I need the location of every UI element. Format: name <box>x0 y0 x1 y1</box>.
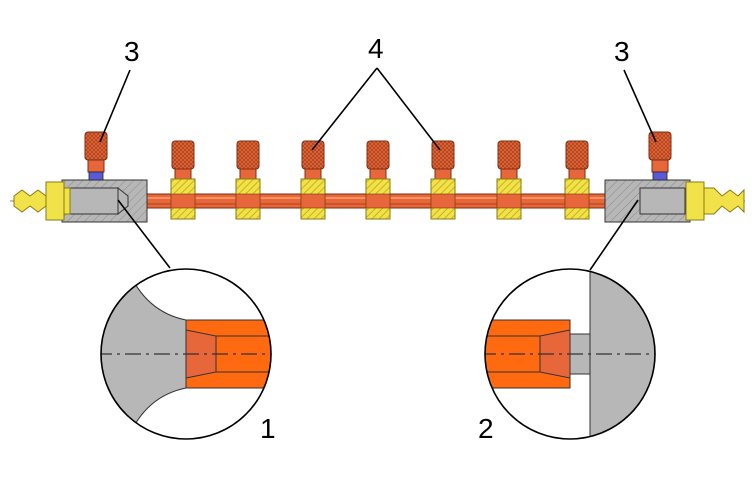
callout-3-right: 3 <box>614 36 630 67</box>
detail-circle-1 <box>100 268 272 440</box>
schrader-valve-icon <box>170 140 196 220</box>
schrader-valve-icon <box>564 140 590 220</box>
callout-4: 4 <box>368 33 384 64</box>
hose-barb-fitting-icon <box>685 181 745 221</box>
schrader-valve-icon <box>365 140 391 220</box>
left-end-block <box>61 179 148 223</box>
detail-label-1: 1 <box>260 413 276 444</box>
leader-lines <box>99 67 657 271</box>
schrader-valve-icon <box>648 131 672 181</box>
schrader-valve-icon <box>300 140 326 220</box>
valve-row <box>170 140 590 220</box>
schrader-valve-icon <box>430 140 456 220</box>
detail-label-2: 2 <box>478 413 494 444</box>
detail-circle-2 <box>484 268 656 440</box>
schrader-valve-icon <box>84 131 108 181</box>
hose-barb-fitting-icon <box>13 181 71 221</box>
schrader-valve-icon <box>496 140 522 220</box>
callout-3-left: 3 <box>124 36 140 67</box>
right-end-block <box>604 179 691 223</box>
schrader-valve-icon <box>235 140 261 220</box>
